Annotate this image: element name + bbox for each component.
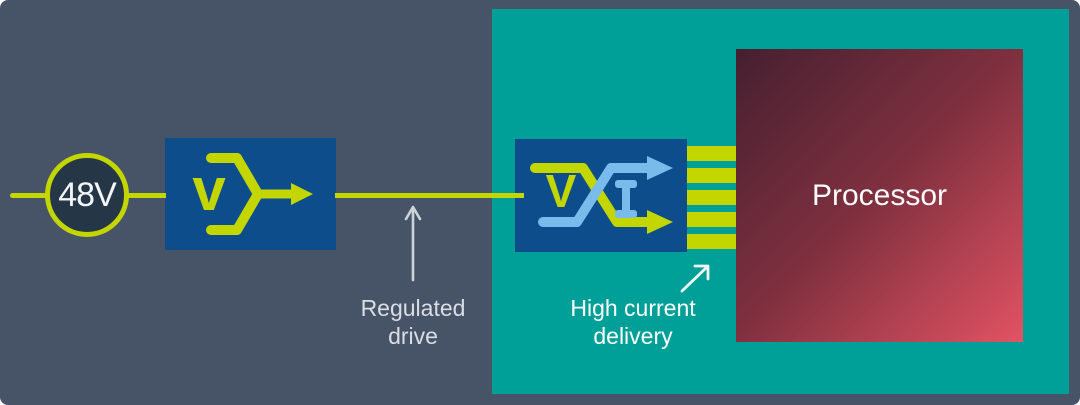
regulator-arrowhead-icon <box>291 183 313 205</box>
current-stripe <box>687 234 736 249</box>
current-path-line <box>538 163 654 227</box>
regulated-drive-wire <box>335 193 524 198</box>
processor-box: Processor <box>736 49 1023 342</box>
voltage-arrowhead-icon <box>647 210 673 234</box>
source-voltage-label: 48V <box>58 175 116 214</box>
multiplier-v-letter: V <box>546 165 577 217</box>
source-48v-node: 48V <box>45 153 129 237</box>
regulated-drive-arrow-icon <box>404 205 422 282</box>
current-stripe <box>687 146 736 161</box>
high-current-stripes <box>687 146 736 249</box>
current-arrowhead-icon <box>647 156 673 180</box>
current-stripe <box>687 212 736 227</box>
voltage-path-line <box>530 163 654 227</box>
current-stripe <box>687 168 736 183</box>
high-current-delivery-label: High current delivery <box>570 295 696 349</box>
current-multiplier-box: V <box>515 139 687 252</box>
high-current-arrow-icon <box>680 264 710 293</box>
input-wire-segment <box>10 193 47 198</box>
processor-label: Processor <box>811 178 948 212</box>
regulator-box: v <box>165 138 336 250</box>
vi-crossover-icon: V <box>530 156 673 234</box>
regulator-v-letter: v <box>192 156 226 223</box>
regulated-drive-label: Regulated drive <box>360 295 466 349</box>
source-to-regulator-wire <box>127 193 166 198</box>
current-stripe <box>687 190 736 205</box>
multiplier-i-letter-icon <box>615 180 637 218</box>
regulator-symbol-icon: v <box>192 153 313 235</box>
